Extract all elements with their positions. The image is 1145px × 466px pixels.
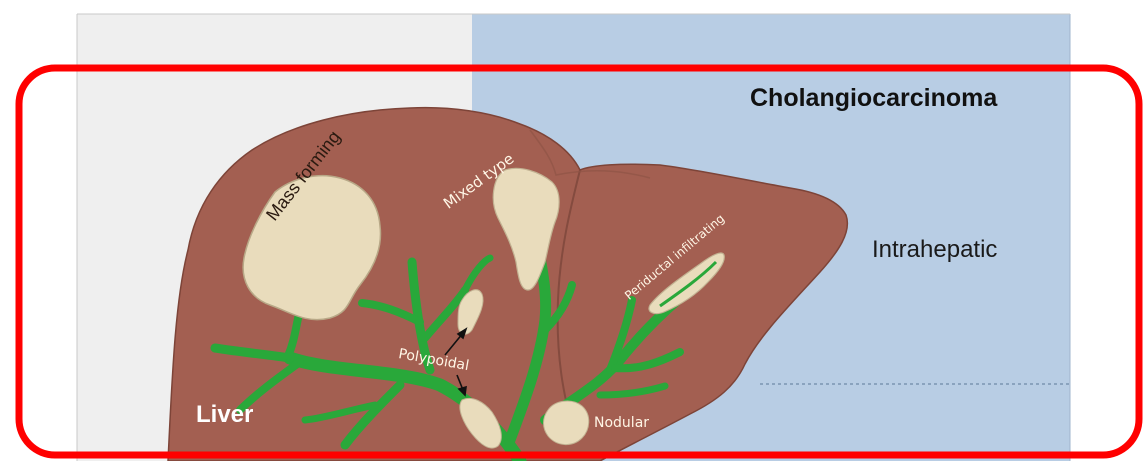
organ-label-liver: Liver [196, 401, 253, 429]
diagram-title: Cholangiocarcinoma [750, 84, 997, 113]
tumor-nodular [544, 401, 589, 445]
region-label-intrahepatic: Intrahepatic [872, 236, 997, 264]
label-nodular: Nodular [594, 415, 649, 431]
